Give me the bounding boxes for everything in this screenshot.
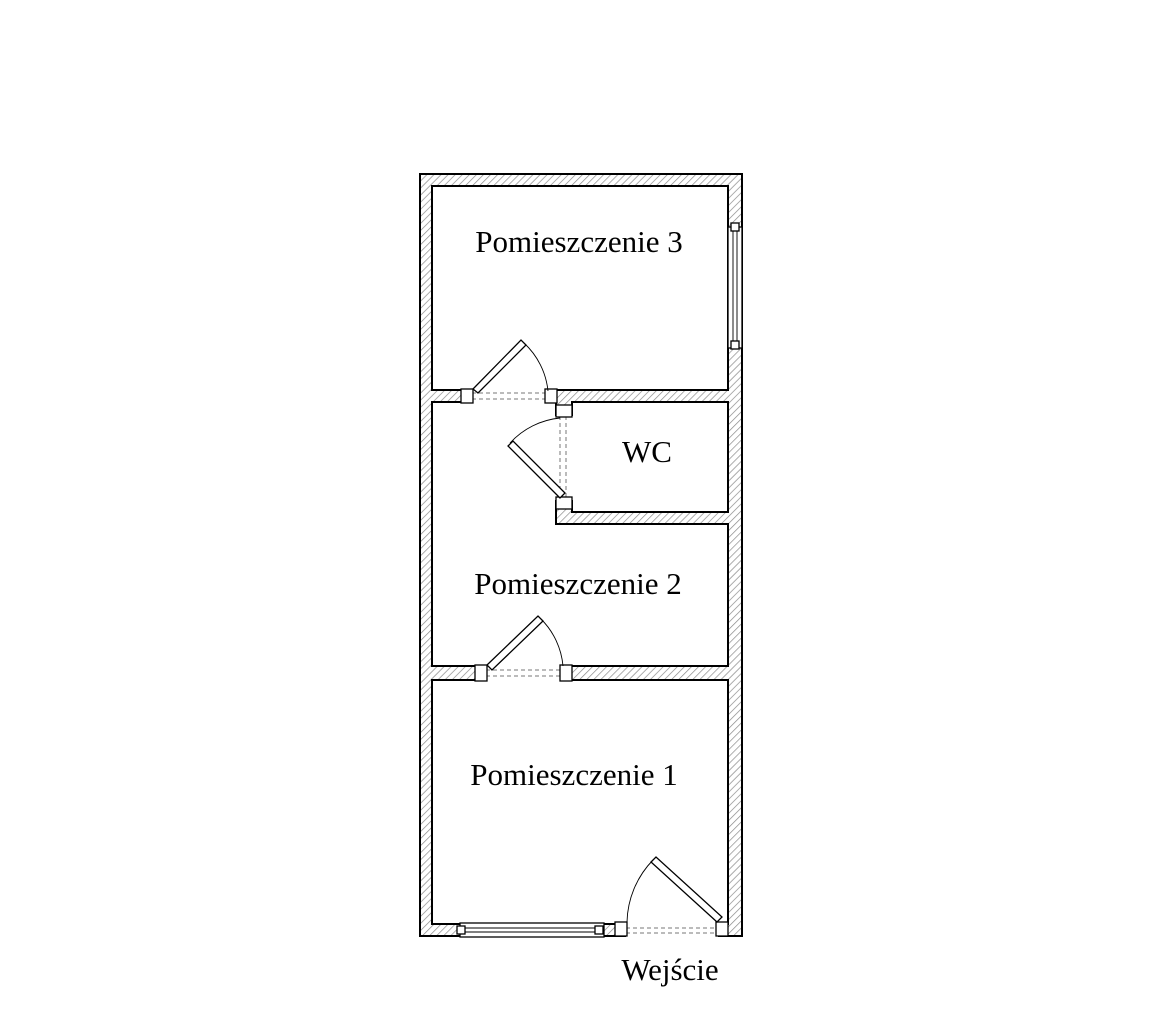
room3-floor: [432, 186, 728, 390]
wc-label: WC: [622, 434, 672, 469]
door-entrance: [614, 856, 729, 937]
door-room2: [474, 615, 573, 682]
room2-label: Pomieszczenie 2: [474, 566, 681, 601]
room3-label: Pomieszczenie 3: [475, 224, 682, 259]
window-room3: [727, 222, 743, 350]
room1-label: Pomieszczenie 1: [470, 757, 677, 792]
door-wc: [507, 404, 573, 510]
window-room1: [456, 922, 605, 938]
walls: [419, 173, 743, 937]
wc-floor: [572, 402, 728, 512]
entrance-label: Wejście: [621, 952, 718, 987]
door-room3: [460, 339, 558, 404]
